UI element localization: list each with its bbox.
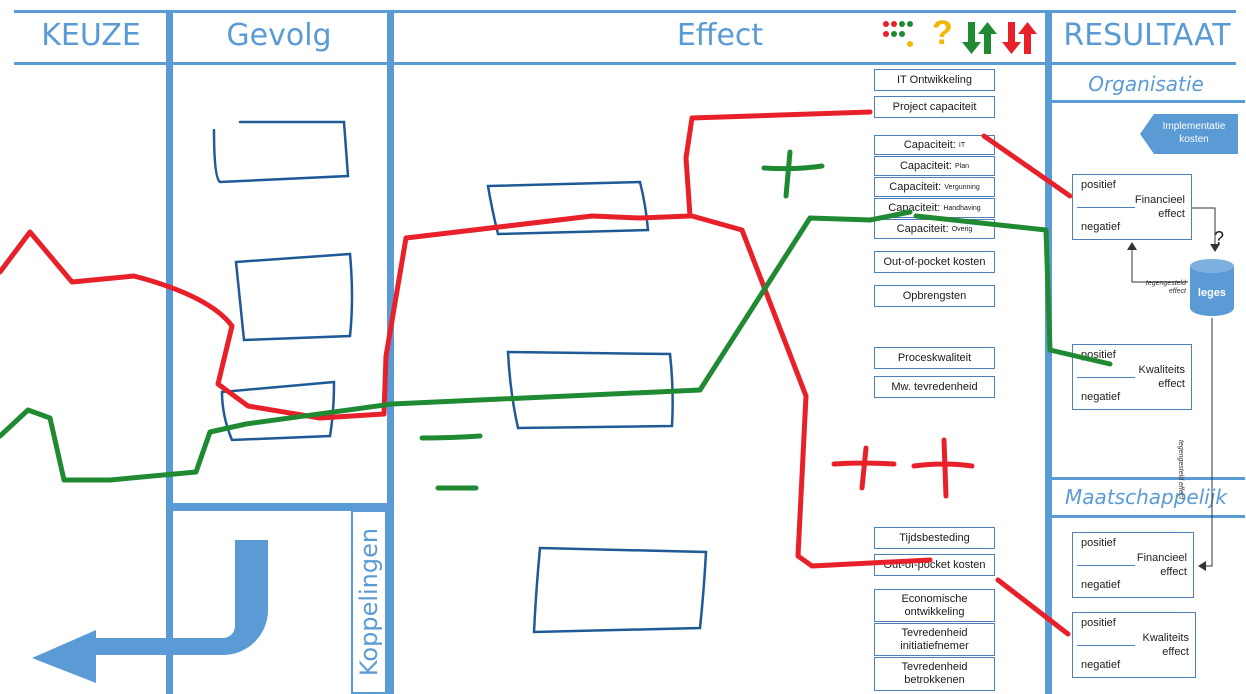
leges-label: leges <box>1197 287 1227 299</box>
effect-project-capaciteit: Project capaciteit <box>874 96 995 118</box>
resultaat-split-mid <box>1045 477 1245 480</box>
green-plus-mark <box>761 149 825 199</box>
effect-it-ontwikkeling: IT Ontwikkeling <box>874 69 995 91</box>
effect-tevredenheid-betrokkenen: Tevredenheid betrokkenen <box>874 657 995 691</box>
effect-capaciteit-plan: Capaciteit: Plan <box>874 156 995 176</box>
resultaat-split-top <box>1045 100 1245 103</box>
maatschappelijk-heading: Maatschappelijk <box>1065 485 1227 509</box>
effect-box-3 <box>532 546 708 634</box>
legend-red-arrows-icon <box>1002 22 1037 54</box>
effect-capaciteit-vergunning: Capaciteit: Vergunning <box>874 177 995 197</box>
implementatie-kosten-shape <box>1140 114 1238 154</box>
tegengesteld-label: tegengesteld effect <box>1145 280 1186 295</box>
leges-cylinder-icon <box>1190 259 1234 316</box>
header-bottom-line <box>14 62 1236 65</box>
green-connection-line <box>0 209 1113 483</box>
org-kwaliteits-effect: positief negatief Kwaliteits effect <box>1072 344 1192 410</box>
header-keuze: KEUZE <box>41 17 141 53</box>
header-top-line <box>14 10 1236 13</box>
organisatie-heading: Organisatie <box>1088 72 1204 96</box>
divider-gevolg-effect <box>387 10 394 694</box>
effect-capaciteit-it: Capaciteit: IT <box>874 135 995 155</box>
red-plus-mark-1 <box>831 445 897 491</box>
header-resultaat: RESULTAAT <box>1063 17 1231 53</box>
maat-financieel-effect: positief negatief Financieel effect <box>1072 532 1194 598</box>
org-financieel-effect: positief negatief Financieel effect <box>1072 174 1192 240</box>
gevolg-box-2 <box>234 252 354 342</box>
header-effect: Effect <box>676 17 764 53</box>
gevolg-box-1 <box>212 120 350 184</box>
header-gevolg: Gevolg <box>226 17 332 53</box>
effect-proceskwaliteit: Proceskwaliteit <box>874 347 995 369</box>
gevolg-bottom-line <box>166 503 394 511</box>
implementatie-kosten-label: Implementatie kosten <box>1162 121 1226 145</box>
legend-question-icon: ? <box>932 14 953 52</box>
legend-dots-icon <box>883 21 913 47</box>
effect-box-1 <box>486 180 650 236</box>
effect-mw-tevredenheid: Mw. tevredenheid <box>874 376 995 398</box>
question-mark: ? <box>1214 228 1225 248</box>
divider-keuze-gevolg <box>166 10 173 694</box>
return-arrow-icon <box>32 540 268 683</box>
koppelingen-label: Koppelingen <box>351 510 387 694</box>
effect-opbrengsten: Opbrengsten <box>874 285 995 307</box>
resultaat-split-mid2 <box>1045 515 1245 518</box>
red-connection-line <box>0 109 1073 637</box>
legend-green-arrows-icon <box>962 22 997 54</box>
effect-tevredenheid-initiatiefnemer: Tevredenheid initiatiefnemer <box>874 623 995 656</box>
resultaat-connectors <box>1127 207 1220 571</box>
effect-tijdsbesteding: Tijdsbesteding <box>874 527 995 549</box>
gevolg-box-3 <box>220 380 336 442</box>
green-equals-mark <box>419 433 483 491</box>
maat-kwaliteits-effect: positief negatief Kwaliteits effect <box>1072 612 1196 678</box>
effect-out-of-pocket-kosten: Out-of-pocket kosten <box>874 251 995 273</box>
effect-economische-ontwikkeling: Economische ontwikkeling <box>874 589 995 622</box>
red-plus-mark-2 <box>911 437 975 499</box>
effect-box-2 <box>506 350 674 430</box>
